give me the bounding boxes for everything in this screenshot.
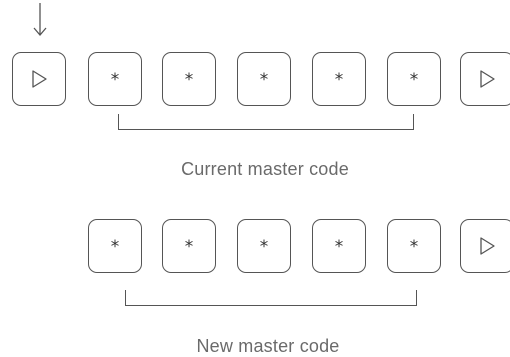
- play-button-start[interactable]: [12, 52, 66, 106]
- star-key-label: *: [184, 69, 194, 90]
- new-star-key-1[interactable]: *: [88, 219, 142, 273]
- play-icon: [480, 237, 495, 255]
- down-arrow-icon: [33, 3, 47, 36]
- current-code-bracket: [118, 114, 414, 130]
- new-star-key-4[interactable]: *: [312, 219, 366, 273]
- star-key-label: *: [409, 69, 419, 90]
- new-star-key-3[interactable]: *: [237, 219, 291, 273]
- star-key-4[interactable]: *: [312, 52, 366, 106]
- star-key-5[interactable]: *: [387, 52, 441, 106]
- star-key-label: *: [259, 69, 269, 90]
- star-key-label: *: [334, 236, 344, 257]
- star-key-1[interactable]: *: [88, 52, 142, 106]
- star-key-label: *: [184, 236, 194, 257]
- star-key-label: *: [409, 236, 419, 257]
- new-master-code-caption: New master code: [196, 336, 340, 356]
- star-key-3[interactable]: *: [237, 52, 291, 106]
- play-button-confirm-current[interactable]: [460, 52, 510, 106]
- star-key-label: *: [110, 236, 120, 257]
- play-icon: [480, 70, 495, 88]
- current-master-code-caption: Current master code: [181, 159, 349, 179]
- star-key-2[interactable]: *: [162, 52, 216, 106]
- new-star-key-2[interactable]: *: [162, 219, 216, 273]
- new-star-key-5[interactable]: *: [387, 219, 441, 273]
- play-button-confirm-new[interactable]: [460, 219, 510, 273]
- new-code-bracket: [125, 290, 417, 306]
- play-icon: [32, 70, 47, 88]
- star-key-label: *: [110, 69, 120, 90]
- star-key-label: *: [334, 69, 344, 90]
- star-key-label: *: [259, 236, 269, 257]
